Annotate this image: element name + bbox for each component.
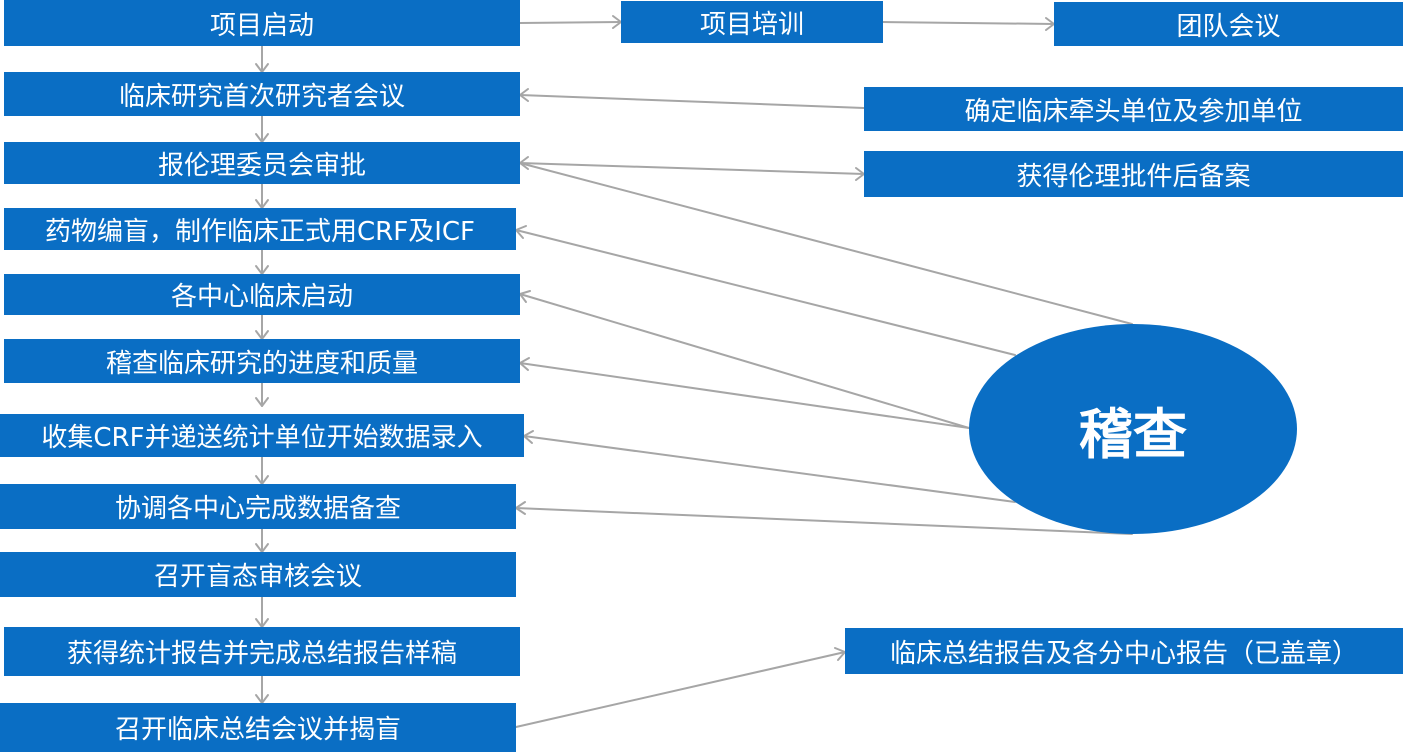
side-label: 团队会议 [1176,11,1281,42]
audit-arrows [515,162,1133,535]
step-audit-progress-quality: 稽查临床研究的进度和质量 [4,339,520,383]
step-first-investigator-meeting: 临床研究首次研究者会议 [4,72,520,116]
arrow-ethics-filing [519,162,865,175]
step-label: 各中心临床启动 [170,282,353,312]
audit-label: 稽查 [1079,402,1187,466]
step-collect-crf-data-entry: 收集CRF并递送统计单位开始数据录入 [0,414,524,457]
arrow-to-training [519,21,622,24]
arrow-lead-unit [519,94,865,109]
arrow-to-summary-report [515,651,846,728]
step-label: 获得统计报告并完成总结报告样稿 [66,639,457,669]
box-summary-report: 临床总结报告及各分中心报告（已盖章） [845,628,1403,674]
side-label: 获得伦理批件后备案 [1016,161,1251,192]
step-label: 稽查临床研究的进度和质量 [105,348,418,379]
side-label: 临床总结报告及各分中心报告（已盖章） [889,638,1358,669]
box-lead-unit: 确定临床牵头单位及参加单位 [864,87,1403,131]
side-label: 确定临床牵头单位及参加单位 [964,96,1303,127]
step-label: 临床研究首次研究者会议 [118,81,405,112]
step-summary-meeting-unblinding: 召开临床总结会议并揭盲 [0,703,516,752]
step-blinding-crf-icf: 药物编盲，制作临床正式用CRF及ICF [4,208,516,250]
step-ethics-approval: 报伦理委员会审批 [4,142,520,184]
step-blind-review-meeting: 召开盲态审核会议 [0,552,516,597]
step-statistical-report: 获得统计报告并完成总结报告样稿 [4,627,520,676]
box-project-training: 项目培训 [621,1,883,43]
step-label: 收集CRF并递送统计单位开始数据录入 [41,423,483,453]
step-label: 协调各中心完成数据备查 [114,494,401,524]
audit-ellipse: 稽查 [969,324,1297,534]
step-label: 药物编盲，制作临床正式用CRF及ICF [45,216,475,247]
step-label: 召开临床总结会议并揭盲 [114,715,401,745]
step-coordinate-data-check: 协调各中心完成数据备查 [0,484,516,529]
arrow-to-team-meeting [882,21,1055,25]
side-label: 项目培训 [699,9,804,40]
box-ethics-filing: 获得伦理批件后备案 [864,151,1403,197]
step-label: 项目启动 [209,10,314,41]
box-team-meeting: 团队会议 [1054,2,1403,46]
step-project-kickoff: 项目启动 [4,0,520,46]
step-label: 报伦理委员会审批 [157,150,366,181]
step-site-initiation: 各中心临床启动 [4,274,520,315]
step-label: 召开盲态审核会议 [153,562,362,592]
